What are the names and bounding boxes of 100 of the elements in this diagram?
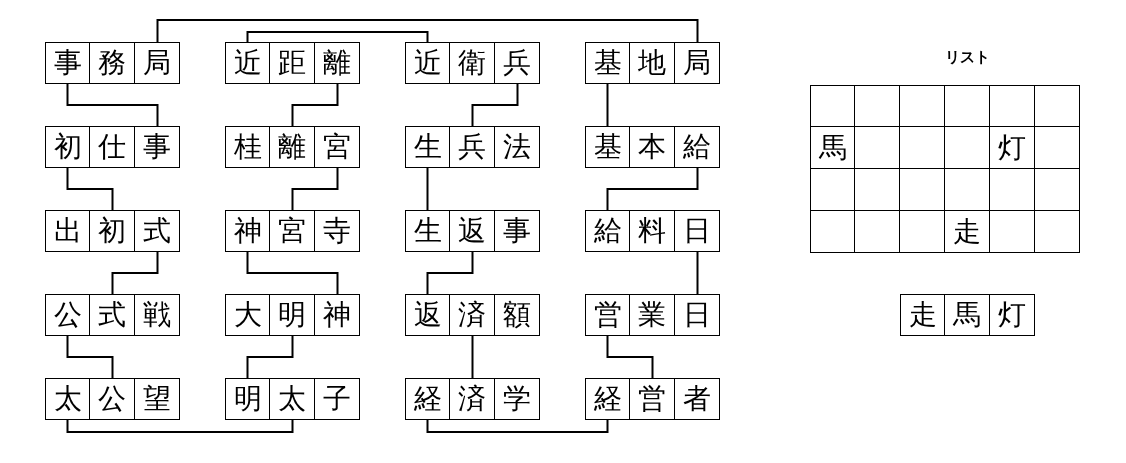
connector-line [606,167,699,211]
grid-cell [990,211,1035,253]
kanji-cell: 宮 [315,126,360,168]
connector-line [246,335,294,379]
grid-cell [945,85,990,127]
grid-cell [900,127,945,169]
kanji-cell: 基 [585,42,630,84]
connector-line [246,31,429,43]
grid-cell [1035,169,1080,211]
kanji-cell: 生 [405,210,450,252]
kanji-cell: 子 [315,378,360,420]
kanji-cell: 事 [495,210,540,252]
kanji-cell: 済 [450,378,495,420]
connector-line [291,167,339,211]
kanji-cell: 近 [225,42,270,84]
connector-line [66,419,294,433]
connector-line [291,83,339,127]
kanji-cell: 走 [900,294,945,336]
kanji-cell: 返 [405,294,450,336]
kanji-cell: 額 [495,294,540,336]
grid-heading: リスト [945,48,990,67]
grid-cell [900,85,945,127]
kanji-cell: 地 [630,42,675,84]
connector-line [426,419,609,433]
kanji-cell: 距 [270,42,315,84]
connector-line [471,83,519,127]
grid-cell: 走 [945,211,990,253]
grid-cell [810,211,855,253]
kanji-cell: 宮 [270,210,315,252]
kanji-cell: 務 [90,42,135,84]
kanji-cell: 給 [585,210,630,252]
kanji-cell: 基 [585,126,630,168]
connector-line [606,335,654,379]
grid-cell [945,127,990,169]
kanji-cell: 局 [675,42,720,84]
connector-line [606,83,609,127]
kanji-cell: 明 [225,378,270,420]
kanji-cell: 近 [405,42,450,84]
kanji-cell: 兵 [450,126,495,168]
connector-line [426,167,429,211]
grid-cell [990,85,1035,127]
connector-line [696,251,699,295]
kanji-cell: 業 [630,294,675,336]
kanji-cell: 料 [630,210,675,252]
kanji-cell: 者 [675,378,720,420]
kanji-cell: 寺 [315,210,360,252]
kanji-cell: 日 [675,210,720,252]
connector-line [471,335,474,379]
kanji-cell: 神 [315,294,360,336]
kanji-cell: 太 [45,378,90,420]
kanji-cell: 日 [675,294,720,336]
kanji-cell: 神 [225,210,270,252]
kanji-cell: 経 [585,378,630,420]
grid-cell [855,127,900,169]
kanji-cell: 公 [90,378,135,420]
kanji-cell: 桂 [225,126,270,168]
grid-cell [810,169,855,211]
kanji-cell: 公 [45,294,90,336]
connector-line [156,19,699,43]
grid-cell [945,169,990,211]
connector-line [111,251,159,295]
connector-line [66,167,114,211]
kanji-cell: 初 [45,126,90,168]
connector-line [426,251,474,295]
kanji-cell: 戦 [135,294,180,336]
kanji-cell: 離 [315,42,360,84]
grid-cell [1035,211,1080,253]
grid-cell [990,169,1035,211]
kanji-cell: 済 [450,294,495,336]
kanji-cell: 衛 [450,42,495,84]
grid-cell [1035,127,1080,169]
kanji-cell: 兵 [495,42,540,84]
kanji-cell: 初 [90,210,135,252]
kanji-cell: 出 [45,210,90,252]
kanji-cell: 事 [45,42,90,84]
kanji-cell: 式 [90,294,135,336]
kanji-cell: 大 [225,294,270,336]
kanji-cell: 灯 [990,294,1035,336]
kanji-cell: 局 [135,42,180,84]
connector-line [66,83,159,127]
grid-cell: 馬 [810,127,855,169]
kanji-cell: 営 [630,378,675,420]
kanji-cell: 望 [135,378,180,420]
kanji-cell: 営 [585,294,630,336]
grid-cell [855,169,900,211]
kanji-cell: 生 [405,126,450,168]
kanji-cell: 離 [270,126,315,168]
kanji-cell: 法 [495,126,540,168]
kanji-cell: 事 [135,126,180,168]
connector-line [246,251,339,295]
grid-cell [810,85,855,127]
grid-cell [855,85,900,127]
kanji-cell: 式 [135,210,180,252]
grid-cell [1035,85,1080,127]
kanji-cell: 明 [270,294,315,336]
grid-cell [855,211,900,253]
kanji-cell: 返 [450,210,495,252]
kanji-cell: 馬 [945,294,990,336]
grid-cell: 灯 [990,127,1035,169]
kanji-cell: 太 [270,378,315,420]
